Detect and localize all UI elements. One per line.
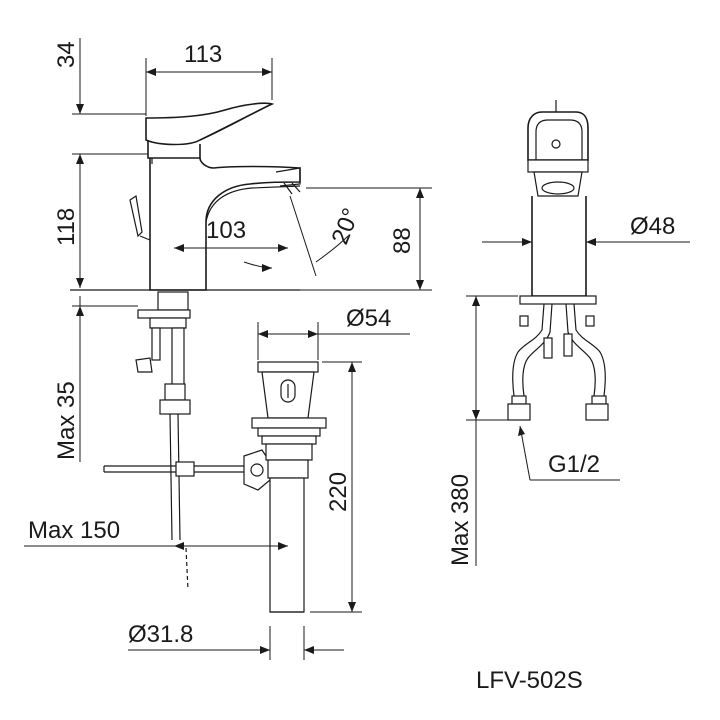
- label-thread: G1/2: [548, 451, 600, 478]
- label-lever-height: 34: [53, 41, 80, 68]
- dimension-labels: 34 113 118 103 20° 88 Ø48 Ø54 Max 35 220…: [28, 41, 675, 694]
- label-deck-thickness: Max 35: [53, 381, 80, 460]
- label-body-diameter: Ø48: [630, 213, 675, 240]
- label-spout-angle: 20°: [327, 204, 366, 248]
- label-spout-height: 88: [389, 227, 416, 254]
- label-body-width: 113: [184, 41, 222, 68]
- label-hose-length: Max 380: [447, 474, 474, 566]
- faucet-side-view: [70, 102, 301, 291]
- label-tail-diameter: Ø31.8: [128, 621, 193, 648]
- mounting-shank: [135, 291, 191, 591]
- label-drain-diameter: Ø54: [346, 305, 391, 332]
- faucet-front-view: [507, 100, 609, 421]
- label-body-height: 118: [53, 208, 80, 246]
- label-drain-length: 220: [325, 472, 352, 512]
- label-rod-length: Max 150: [28, 517, 120, 544]
- dimension-lines: [24, 38, 690, 660]
- label-spout-reach: 103: [206, 217, 246, 244]
- drain-assembly: [251, 361, 327, 613]
- model-number: LFV-502S: [476, 667, 583, 694]
- pop-up-rod: [103, 449, 271, 491]
